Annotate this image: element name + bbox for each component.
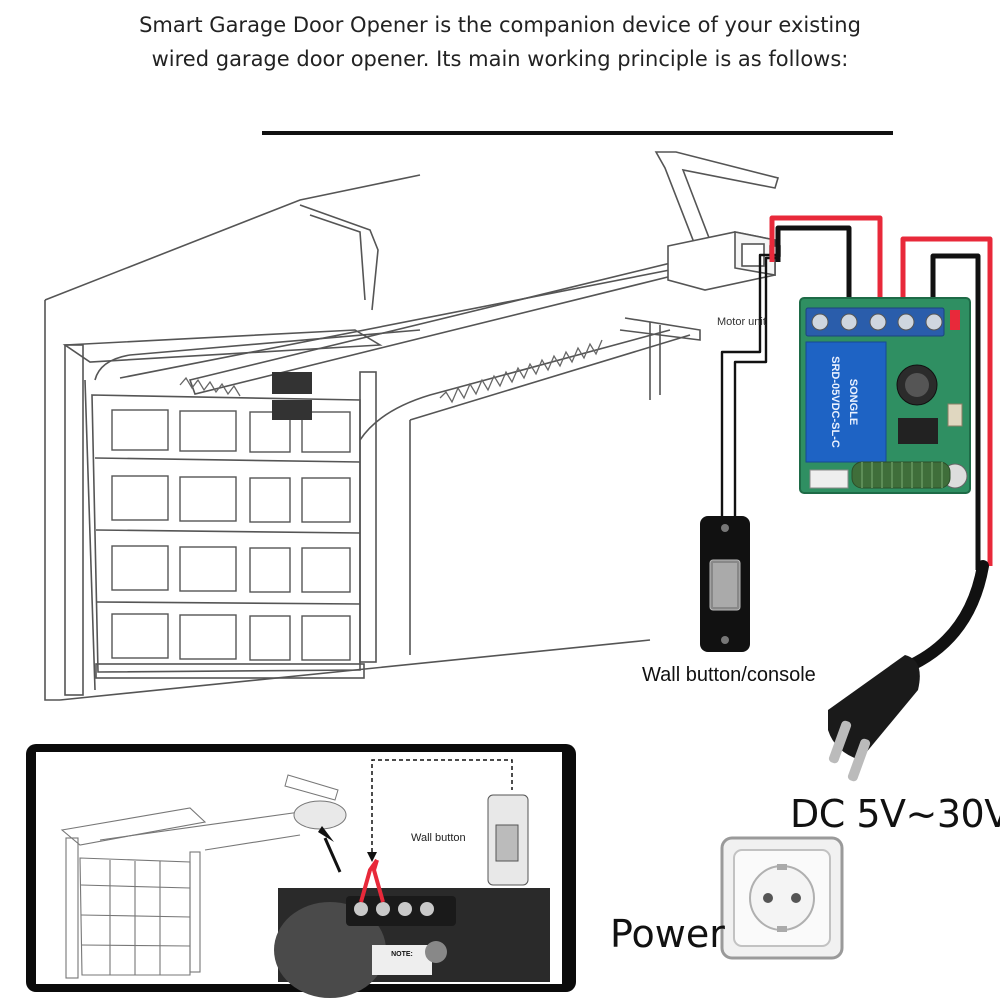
- ceiling-track: [654, 151, 780, 259]
- eu-power-plug: [828, 655, 920, 782]
- inset-wall-button-label: Wall button: [411, 832, 466, 844]
- wall-button-wire: [720, 253, 776, 520]
- door-hardware-block: [272, 372, 312, 394]
- inset-install-photo: NOTE:: [26, 744, 576, 998]
- opener-note-label: NOTE:: [391, 951, 413, 958]
- relay-model-text: SRD-05VDC-SL-C: [829, 356, 841, 448]
- opener-rail: [119, 204, 701, 400]
- wall-button-console-label: Wall button/console: [642, 664, 816, 686]
- power-black-wire: [930, 253, 981, 570]
- relay-brand-text: SONGLE: [847, 379, 859, 425]
- relay-red-wire: [769, 215, 883, 320]
- power-label: Power: [610, 912, 725, 956]
- wall-button-wire: [733, 256, 780, 520]
- door-hardware-block: [272, 400, 312, 420]
- torsion-spring: [439, 339, 603, 404]
- door-window-panels: [111, 409, 351, 661]
- intro-heading: Smart Garage Door Opener is the companio…: [0, 8, 1000, 76]
- power-red-wire: [900, 236, 993, 566]
- wall-button-console: [700, 516, 750, 652]
- wiring: [720, 215, 993, 674]
- power-cord: [899, 560, 989, 674]
- wall-socket-icon: [720, 836, 844, 960]
- motor-unit: [667, 231, 781, 291]
- relay-board: SRD-05VDC-SL-C SONGLE: [799, 297, 971, 494]
- voltage-label: DC 5V~30V: [790, 792, 1000, 836]
- intro-heading-line-2: wired garage door opener. Its main worki…: [151, 47, 849, 71]
- garage-illustration: [44, 174, 691, 701]
- relay-black-wire: [775, 225, 852, 320]
- motor-unit-label: Motor unit: [717, 316, 766, 328]
- intro-heading-line-1: Smart Garage Door Opener is the companio…: [139, 13, 861, 37]
- door-spring: [179, 376, 241, 397]
